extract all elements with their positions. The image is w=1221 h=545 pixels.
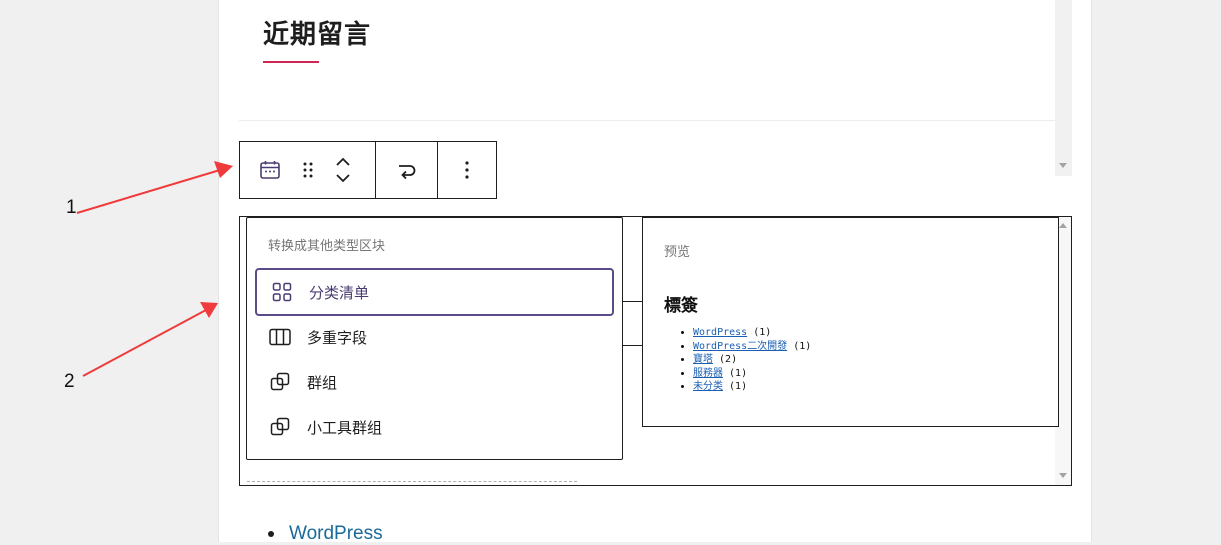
- list-item: WordPress: [268, 523, 383, 545]
- menu-item-label: 多重字段: [307, 328, 368, 347]
- tag-count: (2): [719, 354, 738, 365]
- scroll-down-arrow-icon[interactable]: [1059, 473, 1067, 478]
- list-item: 未分类 (1): [693, 380, 811, 394]
- annotation-label-1: 1: [66, 197, 77, 218]
- tag-link[interactable]: 未分类: [693, 381, 723, 392]
- list-item: 寶塔 (2): [693, 353, 811, 367]
- connector-line: [622, 345, 642, 346]
- section-divider: [239, 120, 1055, 121]
- preview-tag-list: WordPress (1) WordPress二次開發 (1) 寶塔 (2) 服…: [693, 326, 811, 394]
- menu-item-label: 小工具群组: [307, 418, 383, 437]
- page-heading: 近期留言: [263, 20, 372, 50]
- move-buttons: [334, 156, 352, 184]
- menu-item-widget-group[interactable]: 小工具群组: [255, 403, 614, 451]
- transform-loop-icon[interactable]: [395, 158, 419, 182]
- transform-preview: 预览 標簽 WordPress (1) WordPress二次開發 (1) 寶塔…: [642, 217, 1059, 427]
- connector-line: [622, 301, 642, 302]
- list-item: 服務器 (1): [693, 367, 811, 381]
- annotation-arrow-1: [76, 169, 221, 214]
- tag-link[interactable]: WordPress: [693, 327, 748, 338]
- menu-item-columns[interactable]: 多重字段: [255, 313, 614, 361]
- tag-count: (1): [753, 327, 772, 338]
- toolbar-group-block: [240, 142, 376, 198]
- bullet-icon: [268, 531, 274, 537]
- scroll-down-arrow-icon[interactable]: [1059, 163, 1067, 168]
- annotation-arrow-2: [82, 309, 207, 377]
- calendar-icon[interactable]: [258, 158, 282, 182]
- transform-menu-header: 转换成其他类型区块: [268, 239, 386, 254]
- arrow-head-2-icon: [200, 302, 218, 318]
- list-item: WordPress二次開發 (1): [693, 340, 811, 354]
- heading-underline: [263, 61, 319, 63]
- block-toolbar: [239, 141, 497, 199]
- tag-link[interactable]: 寶塔: [693, 354, 713, 365]
- tag-count: (1): [729, 381, 748, 392]
- menu-item-label: 群组: [307, 373, 338, 392]
- group-icon: [269, 371, 291, 393]
- canvas-scrollbar[interactable]: [1055, 0, 1072, 176]
- tag-count: (1): [793, 340, 812, 352]
- tag-link[interactable]: WordPress二次開發: [693, 340, 788, 352]
- chevron-down-icon[interactable]: [334, 172, 352, 184]
- toolbar-group-transform: [376, 142, 438, 198]
- dashed-divider: [247, 481, 577, 482]
- tag-link[interactable]: 服務器: [693, 367, 723, 379]
- transform-menu: 转换成其他类型区块 分类清单 多重字段: [246, 217, 623, 460]
- categories-grid-icon: [271, 281, 293, 303]
- preview-label: 预览: [664, 245, 691, 260]
- chevron-up-icon[interactable]: [334, 156, 352, 168]
- columns-icon: [269, 326, 291, 348]
- menu-item-group[interactable]: 群组: [255, 358, 614, 406]
- drag-handle-icon[interactable]: [296, 158, 320, 182]
- toolbar-group-more: [438, 142, 496, 198]
- widget-group-icon: [269, 416, 291, 438]
- preview-title: 標簽: [664, 296, 698, 316]
- popover-scrollbar[interactable]: [1055, 217, 1071, 485]
- category-link[interactable]: WordPress: [289, 523, 383, 544]
- tag-count: (1): [729, 367, 748, 379]
- annotation-label-2: 2: [64, 371, 75, 392]
- menu-item-label: 分类清单: [309, 283, 370, 302]
- list-item: WordPress (1): [693, 326, 811, 340]
- scroll-up-arrow-icon[interactable]: [1059, 223, 1067, 228]
- menu-item-categories[interactable]: 分类清单: [255, 268, 614, 316]
- more-vertical-icon[interactable]: [464, 159, 470, 181]
